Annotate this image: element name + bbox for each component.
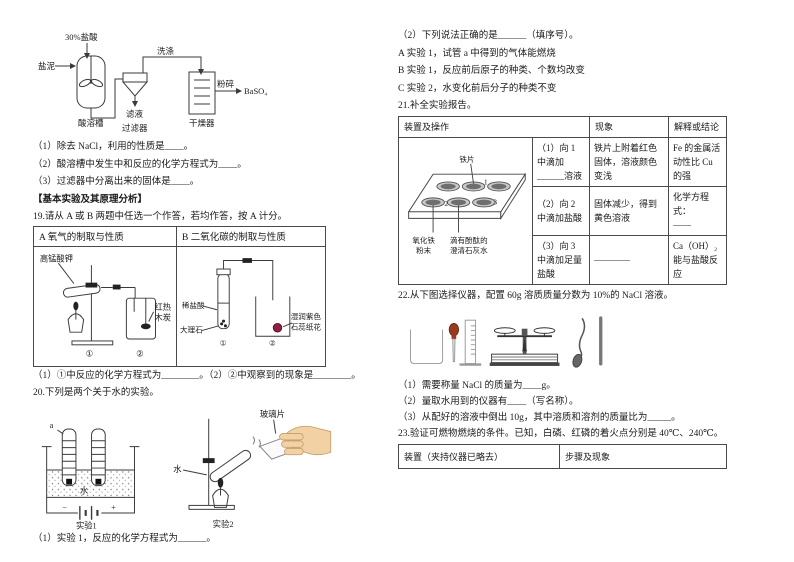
label-salt-mud: 盐泥 (38, 61, 56, 71)
label-iron-oxide-2: 粉末 (416, 245, 432, 255)
q18-blank-1: （1）除去 NaCl，利用的性质是____。 (33, 142, 194, 152)
label-tube-a: a (50, 421, 54, 430)
q21-ph-3: ———— (589, 234, 670, 285)
q19-intro: 19.请从 A 或 B 两题中任选一个作答，若均作答，按 A 计分。 (33, 211, 288, 222)
left-column: 30%盐酸 盐泥 酸溶槽 滤液 过滤器 洗涤 干燥器 粉碎 BaSO₄ （1）除… (33, 28, 365, 548)
q21-intro: 21.补全实验报告。 (398, 101, 477, 111)
beaker-icon (410, 329, 444, 365)
q19-questions: （1）①中反应的化学方程式为________。（2）②中观察到的现象是_____… (33, 370, 361, 381)
q21-con-2: 化学方程式： —— (668, 185, 728, 236)
section-heading: 【基本实验及其原理分析】 (33, 194, 148, 205)
label-litmus-1: 湿润紫色 (291, 311, 322, 321)
oxygen-setup-diagram: 高锰酸钾 红热 木炭 ① ② (40, 253, 172, 358)
water-area (46, 469, 135, 497)
label-marble: 大理石 (180, 324, 203, 334)
option-c: C 实验 2，水变化前后分子的种类不变 (398, 83, 557, 94)
dropper-icon (448, 323, 460, 363)
q21-con-1: Fe 的金属活动性比 Cu 的强 (668, 136, 728, 187)
process-flow-diagram: 30%盐酸 盐泥 酸溶槽 滤液 过滤器 洗涤 干燥器 粉碎 BaSO₄ (38, 32, 267, 133)
co2-setup-diagram: 稀盐酸 大理石 湿润紫色 石蕊纸花 ① ② (180, 257, 322, 347)
q21-table: 装置及操作 现象 解释或结论 (397, 115, 728, 285)
label-glass-plate: 玻璃片 (260, 408, 285, 418)
option-b: B 实验 1，反应前后原子的种类、个数均改变 (398, 66, 585, 76)
label-crush: 粉碎 (217, 79, 235, 89)
label-iron-piece: 铁片 (459, 153, 474, 163)
q23-table: 装置（夹持仪器已略去） 步骤及现象 (398, 444, 727, 469)
q22-blank-3: （3）从配好的溶液中倒出 10g，其中溶质和溶剂的质量比为_____。 (398, 413, 681, 423)
spoon-icon (572, 317, 586, 368)
balance-icon (489, 327, 560, 366)
well-plate-diagram: 铁片 1 2 3 氧化铁 粉末 滴有酚酞的 澄清石灰水 (407, 153, 526, 255)
q21-header-conclusion: 解释或结论 (668, 115, 728, 138)
q21-ph-1: 铁片上附着红色固体，溶液颜色变浅 (589, 136, 670, 187)
clamp (202, 457, 215, 463)
q23-header-apparatus: 装置（夹持仪器已略去） (398, 444, 560, 469)
wells (420, 180, 511, 207)
label-limewater-1: 滴有酚酞的 (450, 234, 488, 244)
q22-blank-2: （2）量取水用到的仪器有____（写名称）。 (398, 397, 579, 407)
boiling-water-diagram: 玻璃片 水 实验2 (173, 408, 332, 529)
label-acid: 30%盐酸 (65, 32, 98, 42)
label-litmus-2: 石蕊纸花 (291, 321, 322, 331)
q21-ph-2: 固体减少，得到黄色溶液 (589, 185, 670, 236)
q21-op-2: （2）向 2 中滴加盐酸 (531, 185, 591, 236)
well-number-2: 2 (444, 199, 448, 208)
q21-op-3: （3）向 3 中滴加足量盐酸 (531, 234, 591, 285)
filter-funnel (122, 72, 148, 83)
label-limewater-2: 澄清石灰水 (450, 245, 488, 255)
label-plus: + (111, 503, 116, 512)
apparatus-icons (410, 316, 603, 368)
q20-question-1: （1）实验 1，反应的化学方程式为______。 (33, 533, 216, 544)
q20-question-2: （2）下列说法正确的是______（填序号）。 (398, 31, 579, 41)
q20-diagrams: a 水 − + 实验1 (33, 405, 365, 531)
label-kmno4: 高锰酸钾 (40, 253, 73, 263)
q19-header-a: A 氧气的制取与性质 (33, 225, 177, 247)
q21-con-3: Ca（OH）₂能与盐酸反应 (668, 234, 728, 285)
label-circle-1: ① (86, 349, 93, 358)
right-column: （2）下列说法正确的是______（填序号）。 A 实验 1，试管 a 中得到的… (397, 28, 768, 469)
well-number-1: 1 (483, 177, 487, 186)
label-wash: 洗涤 (157, 46, 175, 56)
label-circle-2: ② (136, 349, 143, 358)
option-a: A 实验 1，试管 a 中得到的气体能燃烧 (398, 48, 556, 59)
q21-header-apparatus: 装置及操作 (397, 115, 591, 138)
label-charcoal-2: 木炭 (155, 312, 172, 322)
q18-blank-3: （3）过滤器中分离出来的固体是____。 (33, 177, 200, 187)
q21-op-1: （1）向 1 中滴加______溶液 (531, 136, 591, 187)
q23-intro: 23.验证可燃物燃烧的条件。已知，白磷、红磷的着火点分别是 40℃、240℃。 (398, 429, 724, 439)
label-tank: 酸溶槽 (78, 118, 104, 128)
label-circle-1: ① (220, 338, 227, 347)
q21-header-phenomenon: 现象 (589, 115, 670, 138)
graduated-cylinder-icon (459, 319, 482, 366)
label-dryer: 干燥器 (189, 118, 215, 128)
q22-blank-1: （1）需要称量 NaCl 的质量为____g。 (398, 381, 556, 391)
label-iron-oxide-1: 氧化铁 (412, 234, 435, 244)
q20-intro: 20.下列是两个关于水的实验。 (33, 388, 159, 398)
q19-table: A 氧气的制取与性质 B 二氧化碳的制取与性质 (33, 225, 326, 367)
q19-header-b: B 二氧化碳的制取与性质 (176, 225, 326, 247)
flame (217, 477, 224, 488)
electrolysis-diagram: a 水 − + 实验1 (41, 421, 140, 530)
exp1-caption: 实验1 (76, 520, 97, 530)
label-water: 水 (173, 463, 182, 473)
q18-blank-2: （2）酸溶槽中发生中和反应的化学方程式为____。 (33, 159, 247, 170)
litmus-flower (272, 322, 283, 332)
q22-intro: 22.从下图选择仪器，配置 60g 溶质质量分数为 10%的 NaCl 溶液。 (398, 290, 673, 301)
label-product: BaSO₄ (244, 86, 267, 96)
label-dilute-hcl: 稀盐酸 (182, 299, 205, 309)
label-filter: 过滤器 (122, 123, 148, 133)
label-minus: − (62, 503, 67, 512)
label-charcoal-1: 红热 (155, 301, 172, 311)
label-filtrate: 滤液 (126, 109, 144, 119)
well-number-3: 3 (493, 197, 497, 206)
q23-header-steps: 步骤及现象 (559, 444, 727, 469)
glass-rod-icon (599, 316, 603, 366)
exp2-caption: 实验2 (213, 519, 234, 529)
label-circle-2: ② (269, 338, 276, 347)
label-water: 水 (80, 485, 89, 495)
hand (279, 425, 332, 455)
dryer-box (188, 71, 216, 115)
